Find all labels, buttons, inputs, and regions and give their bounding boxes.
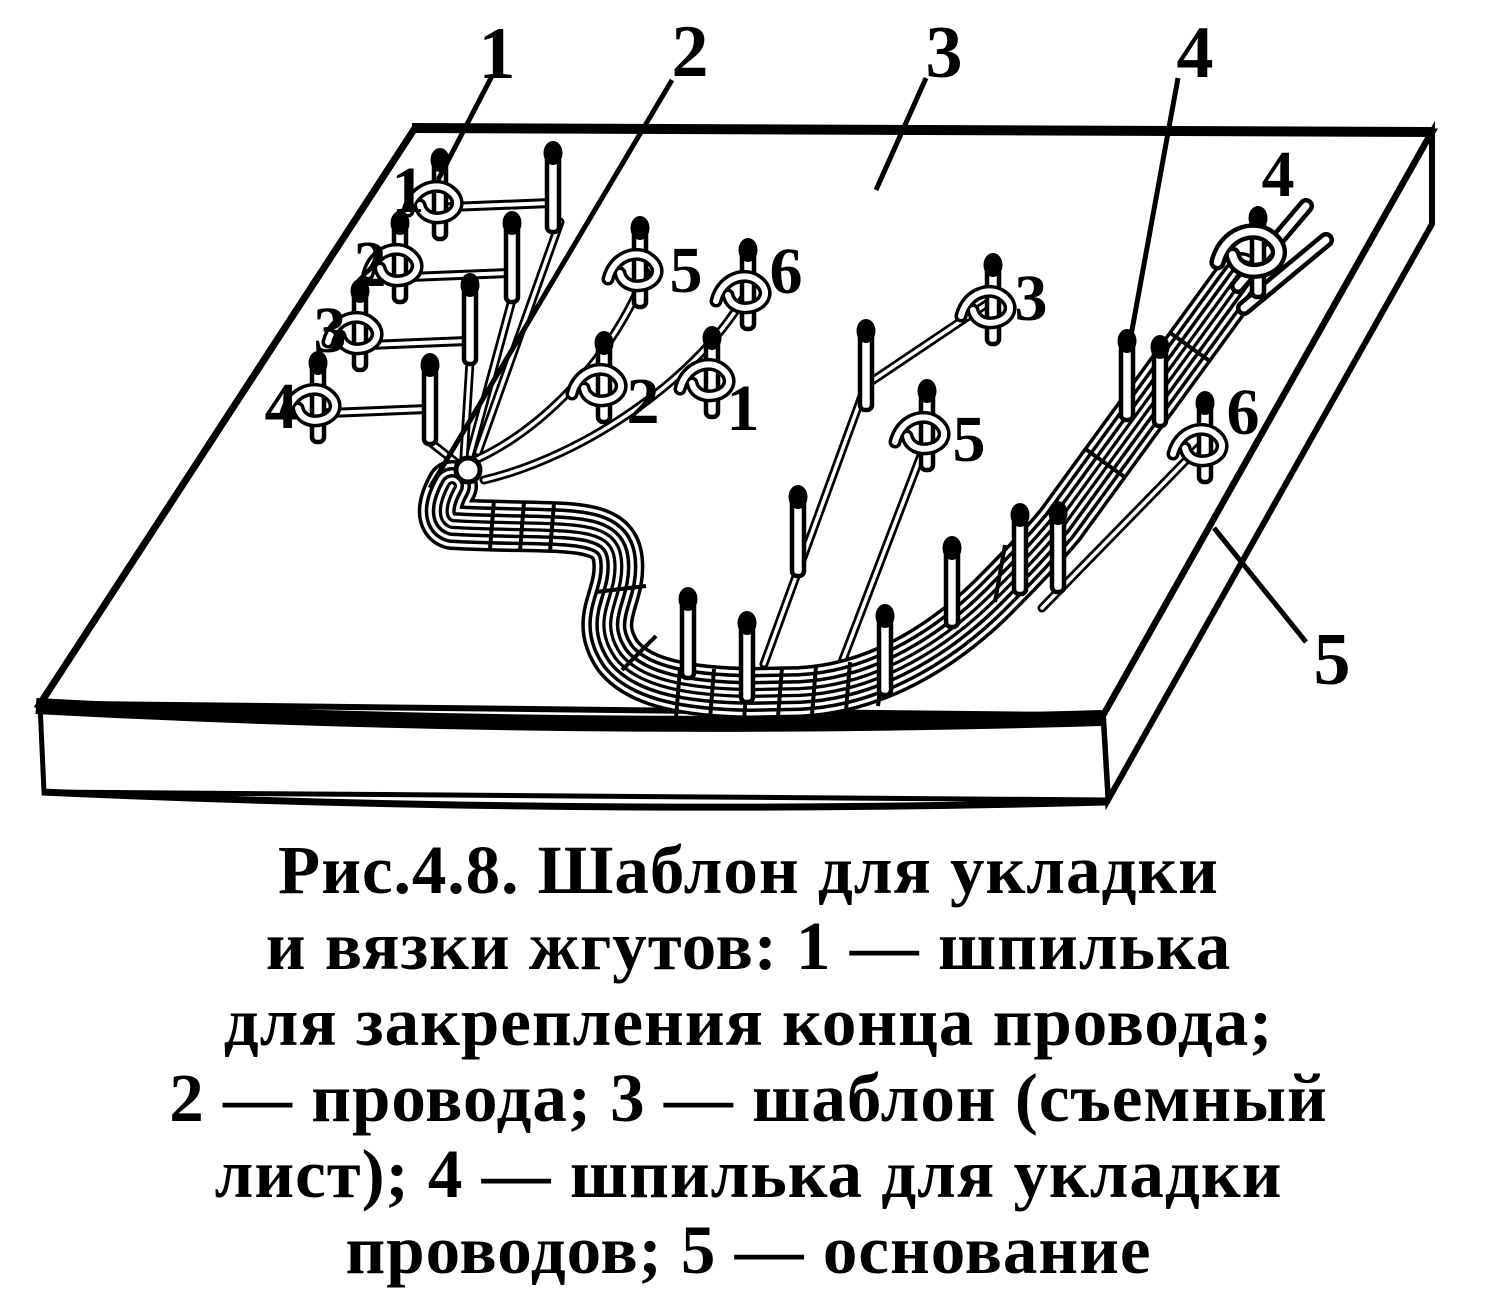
caption-line: лист); 4 — шпилька для укладки — [214, 1136, 1283, 1212]
small-o-marker — [453, 455, 483, 485]
sheet-top-edge — [411, 123, 1435, 137]
callout-label-2: 2 — [672, 11, 709, 93]
right-label-4: 4 — [1262, 138, 1295, 211]
pin — [679, 587, 698, 678]
caption-line: 2 — провода; 3 — шаблон (съемный — [169, 1060, 1328, 1136]
row-label-1: 1 — [392, 154, 425, 227]
pin — [1151, 335, 1170, 426]
caption-line: для закрепления конца провода; — [223, 984, 1274, 1060]
pin — [503, 211, 522, 302]
leader-2 — [427, 78, 675, 490]
callout-label-3: 3 — [926, 12, 963, 94]
leader-1 — [435, 74, 495, 182]
pin — [1249, 206, 1268, 297]
mid-label-2: 2 — [627, 365, 660, 438]
pin — [544, 141, 563, 232]
caption-line: проводов; 5 — основание — [345, 1212, 1152, 1288]
pin — [789, 485, 808, 576]
caption-line: и вязки жгутов: 1 — шпилька — [265, 908, 1232, 984]
leader-4 — [1125, 77, 1181, 353]
row-label-3: 3 — [314, 294, 347, 367]
figure-caption: Рис.4.8. Шаблон для укладки и вязки жгут… — [0, 832, 1497, 1288]
pin — [1011, 503, 1030, 594]
harness-template-drawing: 1 2 3 4 1 2 3 4 5 6 2 1 3 5 4 6 5 — [33, 11, 1438, 811]
right-label-6: 6 — [1227, 376, 1260, 449]
leader-3 — [873, 76, 929, 192]
base-front-bottom-edge — [41, 788, 1107, 811]
base-label-5: 5 — [1314, 619, 1351, 701]
pin — [1049, 501, 1068, 592]
pin — [421, 353, 440, 444]
callout-label-4: 4 — [1177, 12, 1214, 94]
mid-label-5: 5 — [670, 234, 703, 307]
wire-end-rows — [323, 198, 565, 469]
pin — [738, 611, 757, 702]
leader-5 — [1212, 526, 1308, 644]
right-label-3: 3 — [1015, 262, 1048, 335]
row-label-2: 2 — [354, 228, 387, 301]
leader-lines — [427, 74, 1308, 644]
mid-label-1: 1 — [727, 372, 760, 445]
callout-label-1: 1 — [479, 13, 516, 95]
row-label-4: 4 — [265, 370, 298, 443]
pin — [857, 319, 876, 410]
pin — [876, 604, 895, 695]
pin — [461, 273, 480, 364]
caption-line: Рис.4.8. Шаблон для укладки — [278, 832, 1219, 908]
pin — [1118, 329, 1137, 420]
mid-label-6: 6 — [770, 235, 803, 308]
pin — [943, 536, 962, 627]
right-label-5: 5 — [953, 403, 986, 476]
base-front-top-edge — [35, 698, 1103, 732]
drawing-canvas: 1 2 3 4 1 2 3 4 5 6 2 1 3 5 4 6 5 — [33, 11, 1438, 811]
